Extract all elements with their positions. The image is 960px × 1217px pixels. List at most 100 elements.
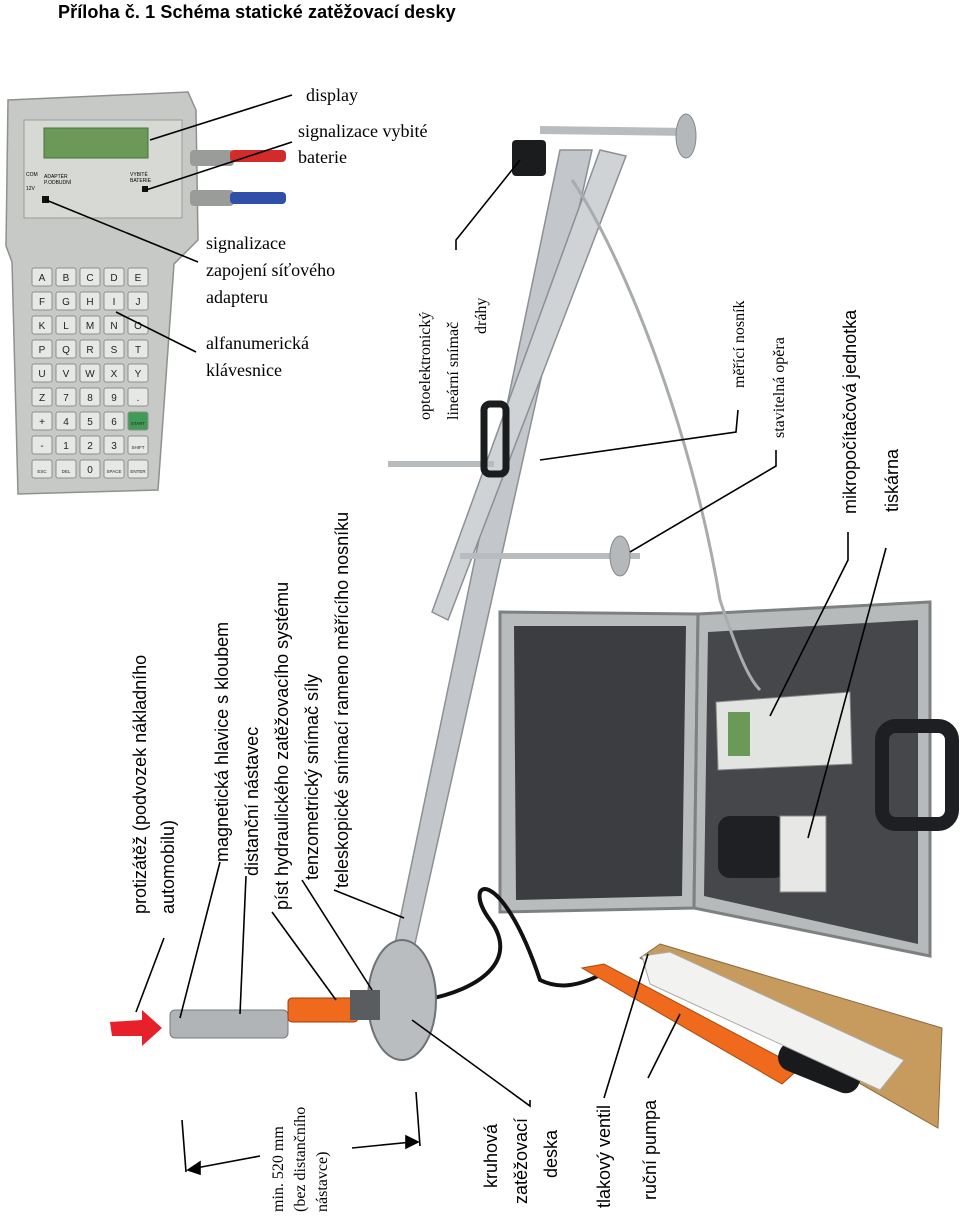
battery-text: VYBITÉ bbox=[130, 171, 148, 178]
key bbox=[31, 411, 53, 431]
label-tenso: tenzometrický snímač síly bbox=[302, 673, 322, 880]
key-label: 1 bbox=[63, 441, 69, 452]
key-label: I bbox=[113, 297, 116, 308]
label-plate-3: deska bbox=[541, 1129, 561, 1178]
key-label: J bbox=[136, 297, 141, 308]
key-label: H bbox=[86, 297, 93, 308]
label-magnet-head: magnetická hlavice s kloubem bbox=[212, 621, 232, 862]
label-plate-2: zatěžovací bbox=[511, 1117, 531, 1204]
key bbox=[55, 267, 77, 287]
key bbox=[55, 291, 77, 311]
key-label: V bbox=[63, 369, 70, 380]
key bbox=[127, 459, 149, 479]
key-label: 3 bbox=[111, 441, 117, 452]
label-dimension-1: min. 520 mm bbox=[270, 1126, 287, 1212]
key-label: 9 bbox=[111, 393, 117, 404]
key bbox=[127, 339, 149, 359]
key-label: ENTER bbox=[130, 469, 146, 474]
label-sensor: optoelektronický lineární snímač dráhy bbox=[412, 298, 496, 420]
key-label: . bbox=[137, 393, 140, 404]
key-label: W bbox=[85, 369, 95, 380]
key bbox=[55, 363, 77, 383]
key bbox=[79, 459, 101, 479]
key bbox=[31, 435, 53, 455]
loading-plate bbox=[169, 939, 437, 1061]
label-keyboard-2: klávesnice bbox=[206, 360, 282, 380]
label-plate-1: kruhová bbox=[481, 1123, 501, 1188]
key-label: 7 bbox=[63, 393, 69, 404]
key bbox=[103, 363, 125, 383]
label-sensor-2: lineární snímač bbox=[445, 321, 462, 420]
key-label: Y bbox=[135, 369, 142, 380]
key bbox=[127, 387, 149, 407]
key bbox=[31, 315, 53, 335]
key bbox=[79, 267, 101, 287]
key-label: Q bbox=[62, 345, 70, 356]
key-label: B bbox=[63, 273, 70, 284]
label-battery-1: signalizace vybité bbox=[298, 121, 428, 141]
label-sensor-3: dráhy bbox=[473, 297, 490, 334]
key bbox=[103, 315, 125, 335]
key-label: 8 bbox=[87, 393, 93, 404]
key-label: L bbox=[63, 321, 69, 332]
key-label: O bbox=[134, 321, 142, 332]
key bbox=[127, 267, 149, 287]
label-valve: tlakový ventil bbox=[594, 1104, 614, 1208]
key bbox=[31, 291, 53, 311]
key-label: S bbox=[111, 345, 118, 356]
label-sensor-1: optoelektronický bbox=[417, 311, 434, 420]
key-label: 0 bbox=[87, 465, 93, 476]
key bbox=[79, 435, 101, 455]
key bbox=[79, 411, 101, 431]
label-beam: měřící nosník bbox=[731, 300, 748, 388]
label-battery-2: baterie bbox=[298, 147, 347, 167]
key-label: Z bbox=[39, 393, 45, 404]
leader-lines bbox=[45, 94, 887, 1176]
page-title: Příloha č. 1 Schéma statické zatěžovací … bbox=[58, 2, 456, 22]
label-dimension-2: (bez distančního bbox=[292, 1106, 309, 1212]
key-label: 2 bbox=[87, 441, 93, 452]
label-printer: tiskárna bbox=[882, 448, 902, 512]
label-spacer: distanční nástavec bbox=[242, 726, 262, 876]
label-adapter-2: zapojení síťového bbox=[206, 260, 336, 280]
key bbox=[127, 291, 149, 311]
key bbox=[103, 387, 125, 407]
key-label: A bbox=[39, 273, 46, 284]
key bbox=[55, 411, 77, 431]
key-label: + bbox=[39, 417, 45, 428]
key bbox=[103, 291, 125, 311]
key-label: P bbox=[39, 345, 46, 356]
key bbox=[55, 459, 77, 479]
key bbox=[79, 387, 101, 407]
label-counterweight-2: automobilu) bbox=[158, 819, 178, 914]
label-dimension-3: nástavce) bbox=[314, 1151, 331, 1212]
key-label: T bbox=[135, 345, 141, 356]
force-arrow bbox=[110, 1010, 162, 1046]
key-label: M bbox=[86, 321, 94, 332]
label-piston: píst hydraulického zatěžovacího systému bbox=[272, 581, 292, 910]
label-pump: ruční pumpa bbox=[640, 1099, 660, 1200]
key-label: N bbox=[110, 321, 117, 332]
key-label: R bbox=[86, 345, 93, 356]
key bbox=[31, 363, 53, 383]
case bbox=[498, 600, 959, 958]
battery-sub-text: BATERIE bbox=[130, 178, 152, 184]
adapter-sub-text: P.ODBUDNÍ bbox=[44, 179, 72, 186]
key-label: G bbox=[62, 297, 70, 308]
key bbox=[55, 387, 77, 407]
key-label: ESC bbox=[37, 469, 47, 474]
label-display: display bbox=[306, 85, 358, 105]
key-label: - bbox=[40, 441, 43, 452]
key-label: F bbox=[39, 297, 45, 308]
label-dimension: min. 520 mm (bez distančního nástavce) bbox=[268, 1107, 334, 1212]
key-label: E bbox=[135, 273, 142, 284]
key-label: C bbox=[86, 273, 93, 284]
key bbox=[31, 387, 53, 407]
key bbox=[55, 339, 77, 359]
label-keyboard-1: alfanumerická bbox=[206, 333, 309, 353]
label-counterweight-1: protizátěž (podvozek nákladního bbox=[130, 654, 150, 914]
key bbox=[79, 315, 101, 335]
measuring-beam bbox=[388, 113, 697, 968]
key-label: DEL bbox=[62, 469, 71, 474]
